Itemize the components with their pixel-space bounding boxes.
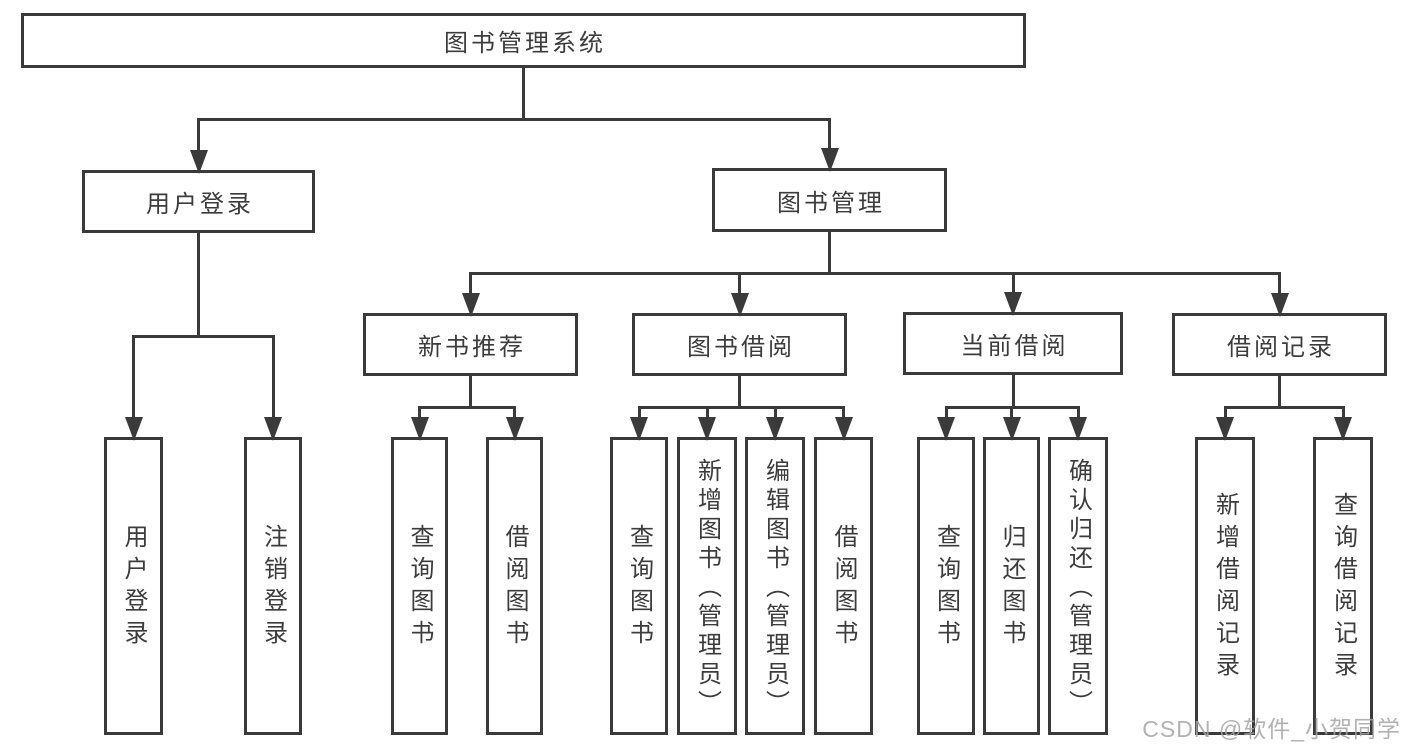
node-label: 新书推荐 xyxy=(418,334,526,361)
connector-line xyxy=(197,119,200,154)
connector-line xyxy=(1278,376,1281,407)
node-borrowing-records: 借阅记录 xyxy=(1172,313,1387,376)
connector-line xyxy=(738,273,741,297)
connector-line xyxy=(469,271,1281,275)
leaf-query-books-3: 查询图书 xyxy=(917,437,975,735)
connector-line xyxy=(132,336,135,421)
leaf-add-borrow-record: 新增借阅记录 xyxy=(1195,437,1255,735)
connector-line xyxy=(197,117,831,121)
node-label: 图书管理系统 xyxy=(444,30,606,57)
connector-line xyxy=(1223,407,1227,421)
arrow-down-icon xyxy=(1334,417,1352,441)
arrow-down-icon xyxy=(730,293,749,317)
connector-line xyxy=(522,68,525,119)
connector-line xyxy=(469,376,472,407)
node-label: 查询图书 xyxy=(932,524,960,652)
connector-line xyxy=(1341,407,1345,421)
connector-line xyxy=(1278,273,1281,297)
connector-line xyxy=(469,273,472,297)
leaf-user-login: 用户登录 xyxy=(104,437,163,735)
arrow-down-icon xyxy=(1216,417,1234,441)
leaf-query-borrow-record: 查询借阅记录 xyxy=(1313,437,1373,735)
arrow-down-icon xyxy=(189,150,208,174)
connector-line xyxy=(271,336,275,421)
arrow-down-icon xyxy=(1270,293,1289,317)
node-label: 归还图书 xyxy=(998,524,1025,652)
node-label: 查询图书 xyxy=(406,524,433,652)
connector-line xyxy=(132,334,275,338)
node-label: 查询借阅记录 xyxy=(1329,492,1357,684)
node-label: 新增图书（管理员） xyxy=(693,457,721,719)
node-new-book-recommendation: 新书推荐 xyxy=(363,313,578,376)
leaf-edit-book-admin: 编辑图书（管理员） xyxy=(745,437,805,735)
connector-line xyxy=(637,405,845,409)
arrow-down-icon xyxy=(630,417,648,441)
connector-line xyxy=(1010,407,1013,421)
node-label: 用户登录 xyxy=(146,191,254,218)
arrow-down-icon xyxy=(937,417,955,441)
node-label: 当前借阅 xyxy=(960,333,1069,360)
node-label: 借阅图书 xyxy=(501,524,528,652)
connector-line xyxy=(828,232,831,273)
connector-line xyxy=(944,407,948,421)
leaf-return-books: 归还图书 xyxy=(983,437,1040,735)
arrow-down-icon xyxy=(820,148,839,172)
connector-line xyxy=(418,407,421,421)
connector-line xyxy=(418,405,516,409)
node-label: 借阅图书 xyxy=(830,524,857,652)
node-label: 注销登录 xyxy=(259,524,287,652)
node-label: 查询图书 xyxy=(625,524,653,652)
arrow-down-icon xyxy=(1069,417,1087,441)
node-label: 用户登录 xyxy=(120,524,147,652)
arrow-down-icon xyxy=(1002,417,1021,441)
node-label: 确认归还（管理员） xyxy=(1064,457,1092,719)
node-book-borrowing: 图书借阅 xyxy=(632,313,847,376)
leaf-confirm-return-admin: 确认归还（管理员） xyxy=(1048,437,1108,735)
connector-line xyxy=(705,407,709,421)
connector-line xyxy=(637,407,641,421)
leaf-borrow-books-2: 借阅图书 xyxy=(814,437,873,735)
arrow-down-icon xyxy=(834,417,853,441)
leaf-add-book-admin: 新增图书（管理员） xyxy=(677,437,737,735)
arrow-down-icon xyxy=(410,417,429,441)
leaf-logout: 注销登录 xyxy=(244,437,302,735)
node-user-login: 用户登录 xyxy=(82,170,315,233)
arrow-down-icon xyxy=(766,417,784,441)
connector-line xyxy=(842,407,845,421)
connector-line xyxy=(1223,405,1345,409)
connector-line xyxy=(773,407,777,421)
arrow-down-icon xyxy=(698,417,716,441)
arrow-down-icon xyxy=(505,417,524,441)
node-book-management: 图书管理 xyxy=(712,168,947,232)
arrow-down-icon xyxy=(1004,292,1022,316)
connector-line xyxy=(513,407,516,421)
node-label: 图书借阅 xyxy=(687,334,795,361)
csdn-watermark: CSDN @软件_小贺同学 xyxy=(1142,716,1401,742)
node-label: 图书管理 xyxy=(777,189,885,217)
node-label: 借阅记录 xyxy=(1227,334,1335,361)
node-label: 新增借阅记录 xyxy=(1211,492,1239,684)
connector-line xyxy=(197,233,200,336)
arrow-down-icon xyxy=(264,417,282,441)
connector-line xyxy=(738,376,741,407)
connector-line xyxy=(1011,375,1015,407)
connector-line xyxy=(1076,407,1080,421)
node-label: 编辑图书（管理员） xyxy=(761,457,789,719)
leaf-query-books-2: 查询图书 xyxy=(610,437,668,735)
connector-line xyxy=(828,119,831,152)
connector-line xyxy=(1011,273,1015,296)
leaf-borrow-books-1: 借阅图书 xyxy=(486,437,543,735)
leaf-query-books-1: 查询图书 xyxy=(391,437,448,735)
arrow-down-icon xyxy=(461,293,480,317)
node-library-management-system: 图书管理系统 xyxy=(21,13,1026,68)
node-current-borrowing: 当前借阅 xyxy=(903,312,1123,375)
arrow-down-icon xyxy=(124,417,143,441)
